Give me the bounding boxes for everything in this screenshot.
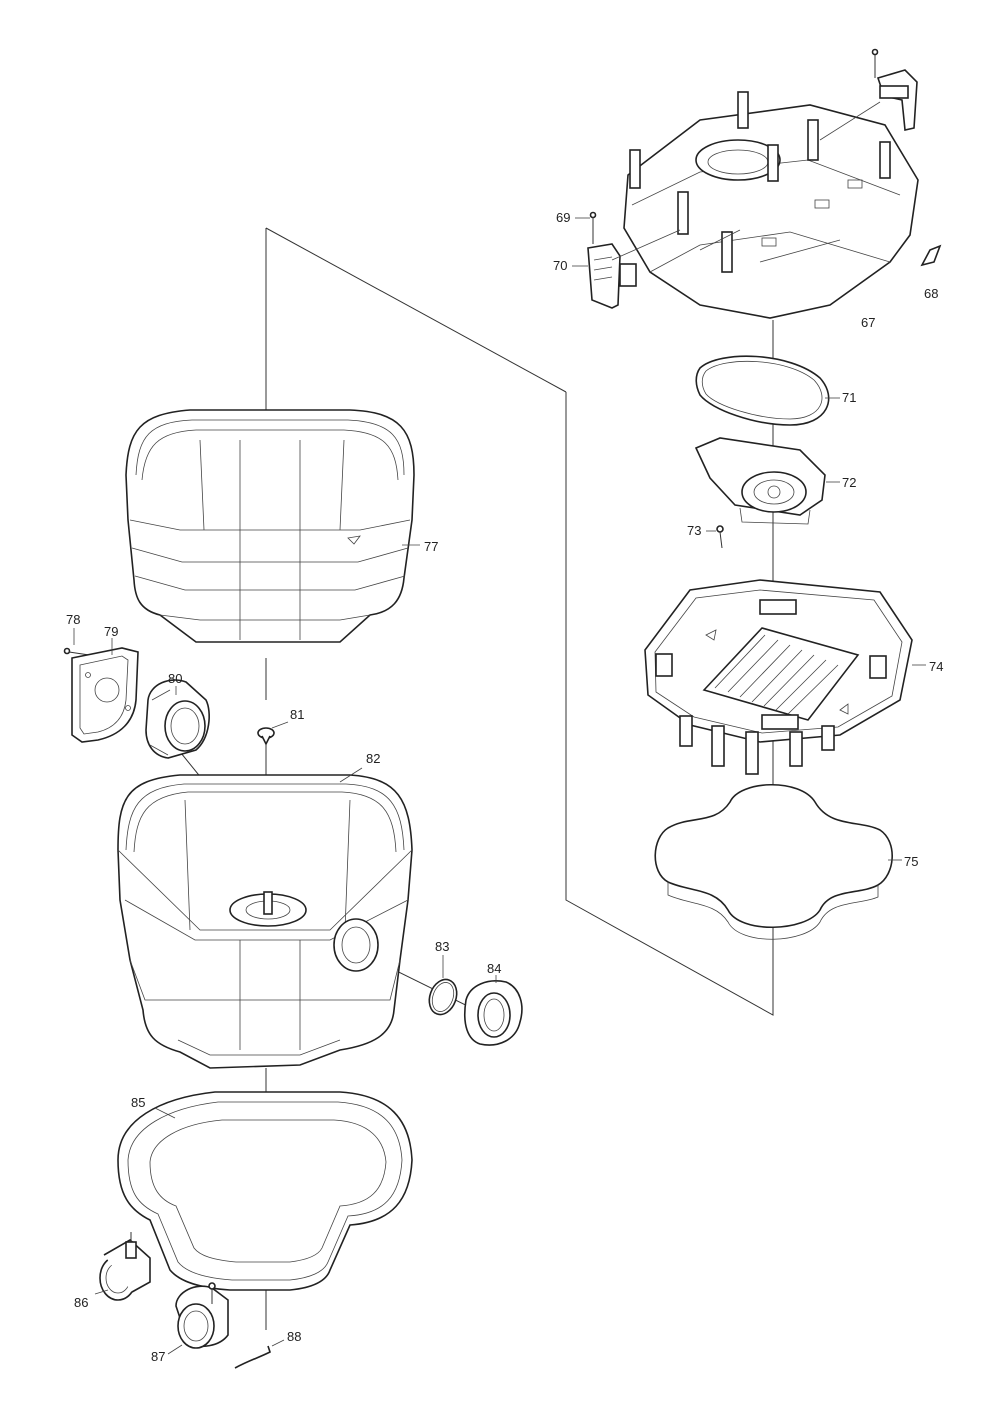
part-84-ring-nut xyxy=(464,975,523,1046)
part-77-tank-upper-ring xyxy=(125,409,420,643)
label-77: 77 xyxy=(424,539,438,554)
part-69-screw xyxy=(575,211,597,244)
label-87: 87 xyxy=(151,1349,165,1364)
part-73-screw xyxy=(706,525,724,549)
part-79-cover-plate xyxy=(71,638,139,743)
part-85-base-ring xyxy=(117,1091,413,1291)
label-80: 80 xyxy=(168,671,182,686)
label-67: 67 xyxy=(861,315,875,330)
label-75: 75 xyxy=(904,854,918,869)
part-86-caster-wheel xyxy=(94,1232,151,1301)
label-70: 70 xyxy=(553,258,567,273)
label-72: 72 xyxy=(842,475,856,490)
part-82-tank xyxy=(117,767,413,1069)
label-85: 85 xyxy=(131,1095,145,1110)
part-81-cap xyxy=(257,721,289,746)
label-71: 71 xyxy=(842,390,856,405)
part-80-inlet-fitting xyxy=(145,679,210,759)
part-70-latch xyxy=(572,229,681,309)
label-68: 68 xyxy=(924,286,938,301)
part-88-pin xyxy=(234,1339,285,1369)
label-88: 88 xyxy=(287,1329,301,1344)
part-83-o-ring xyxy=(428,955,458,1016)
label-83: 83 xyxy=(435,939,449,954)
label-69: 69 xyxy=(556,210,570,225)
label-84: 84 xyxy=(487,961,501,976)
label-82: 82 xyxy=(366,751,380,766)
part-74-filter-holder xyxy=(644,579,926,775)
part-75-foam-filter xyxy=(654,784,902,940)
label-81: 81 xyxy=(290,707,304,722)
label-78: 78 xyxy=(66,612,80,627)
part-number-labels: 67 68 69 70 71 72 73 74 75 77 78 79 80 8… xyxy=(66,210,943,1364)
part-68-clip xyxy=(920,244,942,267)
label-86: 86 xyxy=(74,1295,88,1310)
part-72-motor-support xyxy=(694,437,840,525)
part-78-screw xyxy=(63,628,97,657)
label-73: 73 xyxy=(687,523,701,538)
label-74: 74 xyxy=(929,659,943,674)
part-67-motor-housing-base xyxy=(623,91,919,319)
part-87-caster xyxy=(167,1282,229,1355)
part-71-gasket xyxy=(695,355,840,426)
latch-top-right xyxy=(819,48,918,141)
label-79: 79 xyxy=(104,624,118,639)
